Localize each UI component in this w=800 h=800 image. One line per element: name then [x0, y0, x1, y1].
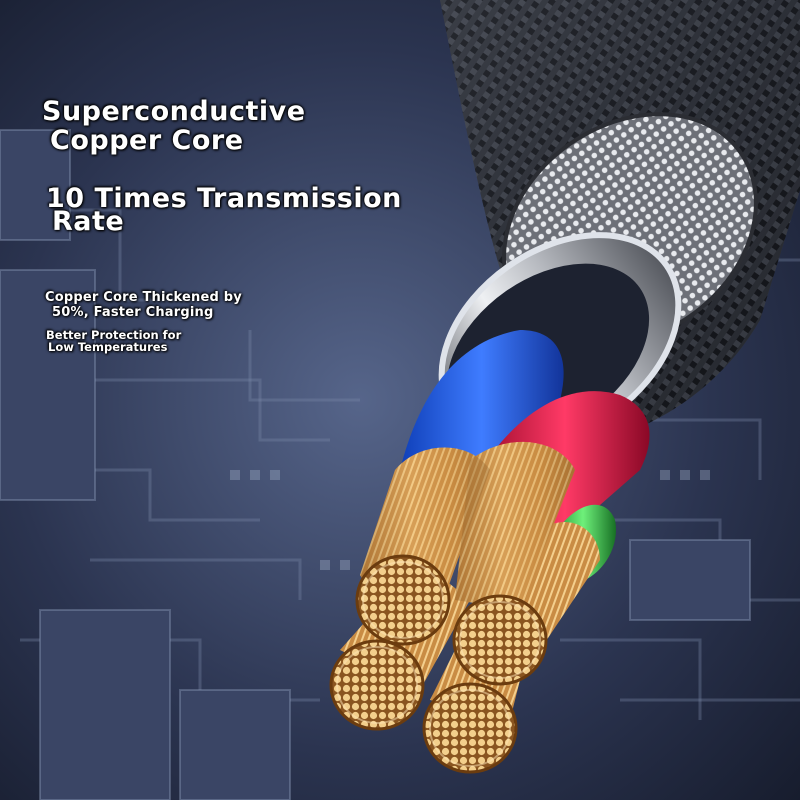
feature-thickened-line-2: 50%, Faster Charging — [52, 305, 214, 320]
headline-line-2: Copper Core — [50, 125, 244, 156]
feature-thickened-line-1: Copper Core Thickened by — [45, 290, 242, 305]
feature-protection-line-2: Low Temperatures — [48, 340, 168, 354]
subheadline-line-1: 10 Times Transmission — [46, 183, 402, 214]
subheadline-line-2: Rate — [52, 206, 125, 237]
feature-protection-line-1: Better Protection for — [46, 328, 182, 342]
headline-line-1: Superconductive — [42, 96, 306, 127]
